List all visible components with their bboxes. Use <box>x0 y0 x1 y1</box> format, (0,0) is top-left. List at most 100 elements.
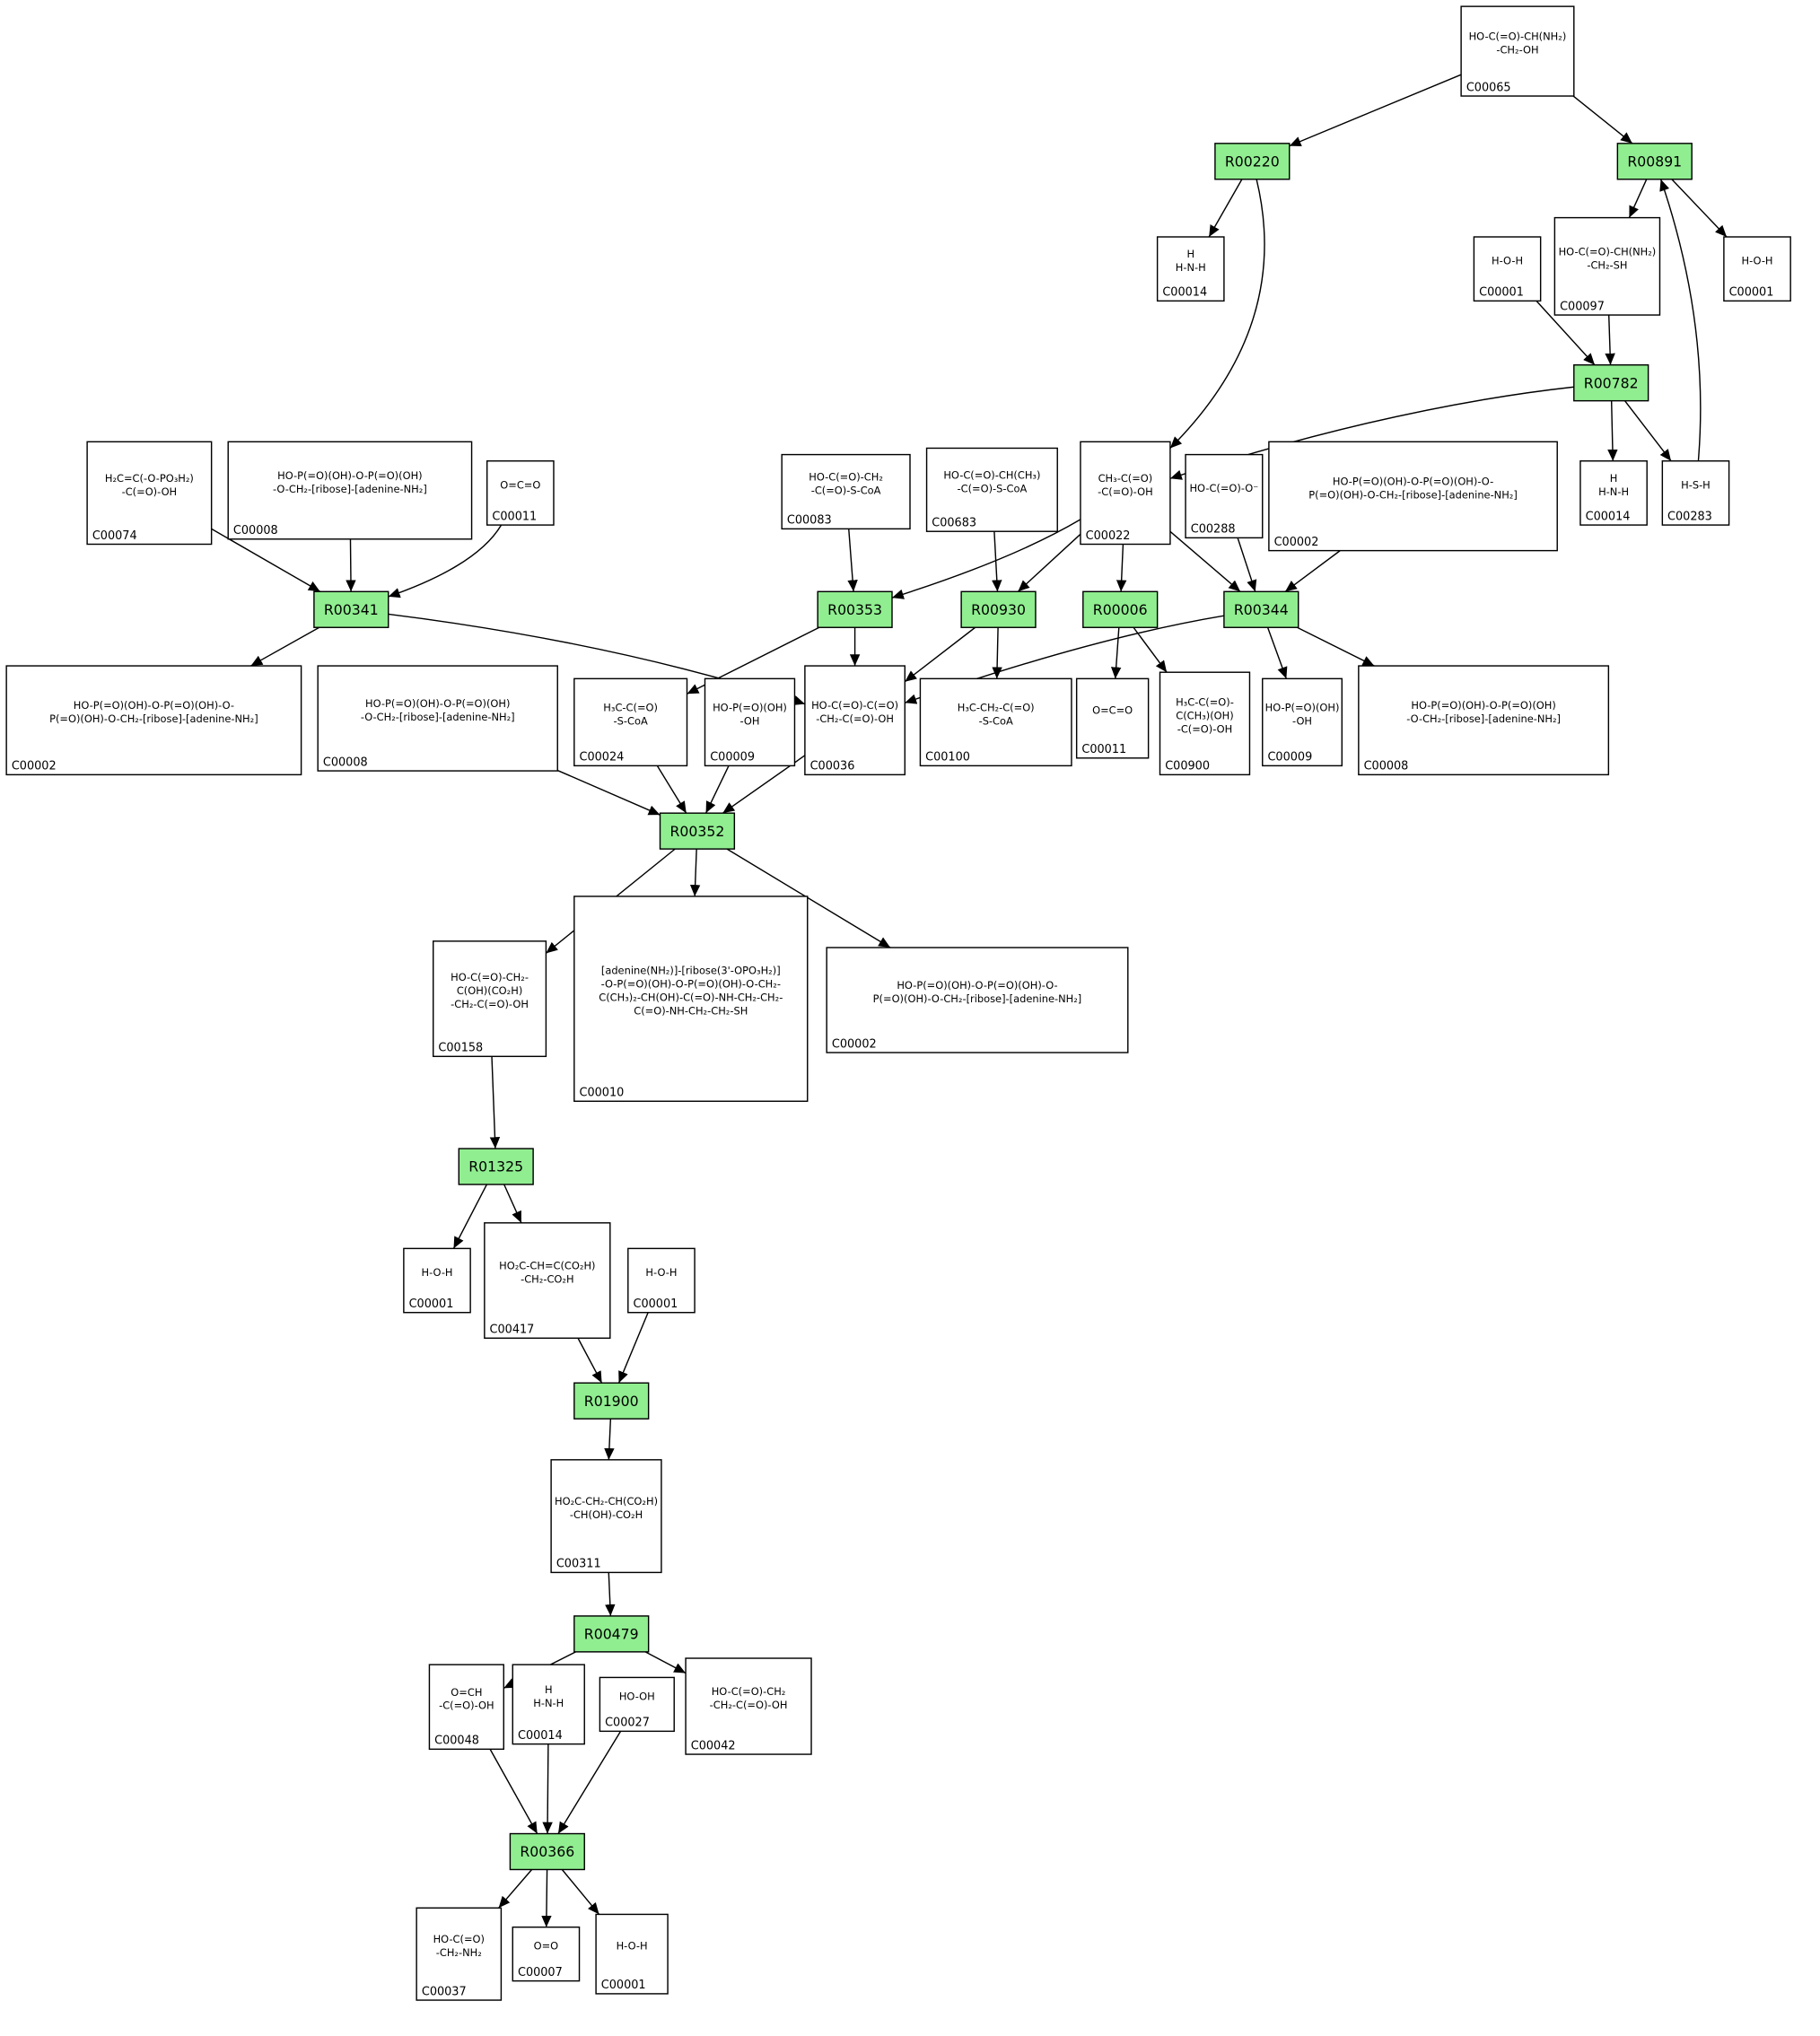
structure-text: H-N-H <box>533 1697 564 1709</box>
structure-text: -O-CH₂-[ribose]-[adenine-NH₂] <box>273 483 427 495</box>
compound-node-C00002[interactable]: HO-P(=O)(OH)-O-P(=O)(OH)-O-P(=O)(OH)-O-C… <box>826 947 1129 1053</box>
compound-node-C00008[interactable]: HO-P(=O)(OH)-O-P(=O)(OH)-O-CH₂-[ribose]-… <box>1358 665 1610 776</box>
structure-text: P(=O)(OH)-O-CH₂-[ribose]-[adenine-NH₂] <box>873 992 1082 1005</box>
reaction-box <box>313 590 389 628</box>
reaction-node-R00930[interactable]: R00930 <box>960 590 1037 628</box>
compound-id-label: C00065 <box>1466 81 1511 94</box>
structure-text: H <box>545 1683 553 1696</box>
compound-node-C00002[interactable]: HO-P(=O)(OH)-O-P(=O)(OH)-O-P(=O)(OH)-O-C… <box>1268 441 1558 552</box>
compound-id-label: C00311 <box>556 1558 601 1571</box>
reaction-node-R00352[interactable]: R00352 <box>659 812 736 850</box>
edge-layer <box>211 74 1728 1927</box>
compound-id-label: C00074 <box>92 529 137 543</box>
reaction-node-R00341[interactable]: R00341 <box>313 590 389 628</box>
structure-text: H-N-H <box>1598 485 1629 498</box>
structure-text: H-N-H <box>1176 261 1206 274</box>
compound-box <box>1460 5 1575 97</box>
reaction-node-R00891[interactable]: R00891 <box>1616 143 1693 180</box>
structure-text: -CH₂-NH₂ <box>436 1946 482 1959</box>
reaction-label: R00352 <box>670 823 725 840</box>
structure-text: HO-P(=O)(OH)-O-P(=O)(OH)-O- <box>897 979 1057 992</box>
edge-R00930-to-c00100 <box>992 627 1002 679</box>
edge-c00022-to-R00353 <box>891 519 1081 599</box>
structure-text: H-S-H <box>1681 478 1711 491</box>
compound-box <box>599 1676 675 1733</box>
compound-box <box>1262 677 1343 767</box>
reaction-node-R00344[interactable]: R00344 <box>1223 590 1299 628</box>
structure-text: HO-C(=O)-CH(NH₂) <box>1469 31 1567 43</box>
edge-R00220-to-c00022 <box>1169 179 1265 449</box>
compound-box <box>512 1926 581 1982</box>
compound-node-C00008[interactable]: HO-P(=O)(OH)-O-P(=O)(OH)-O-CH₂-[ribose]-… <box>317 665 558 772</box>
reaction-node-R00006[interactable]: R00006 <box>1082 590 1159 628</box>
edge-R00006-to-c00011b <box>1110 627 1122 679</box>
compound-node-C00002[interactable]: HO-P(=O)(OH)-O-P(=O)(OH)-O-P(=O)(OH)-O-C… <box>5 665 302 776</box>
structure-text: C(CH₃)(OH) <box>1176 709 1233 721</box>
reaction-node-R01325[interactable]: R01325 <box>458 1148 534 1185</box>
compound-box <box>1358 665 1610 776</box>
reaction-label: R00344 <box>1234 601 1289 618</box>
reaction-label: R00353 <box>827 601 882 618</box>
compound-node-C00008[interactable]: HO-P(=O)(OH)-O-P(=O)(OH)-O-CH₂-[ribose]-… <box>227 441 473 540</box>
reaction-node-R00353[interactable]: R00353 <box>817 590 893 628</box>
structure-text: -C(=O)-S-CoA <box>958 482 1028 494</box>
edge-R00352-to-c00010 <box>689 849 701 896</box>
compound-id-label: C00014 <box>518 1729 563 1743</box>
compound-id-label: C00083 <box>787 514 832 528</box>
edge-R00930-to-c00036 <box>904 626 976 683</box>
compound-node-C00014[interactable]: HH-N-H C00014 <box>512 1664 585 1745</box>
reaction-node-R00782[interactable]: R00782 <box>1573 363 1649 402</box>
compound-id-label: C00002 <box>832 1037 877 1051</box>
reaction-box <box>1082 590 1159 628</box>
reaction-node-R00220[interactable]: R00220 <box>1214 143 1291 180</box>
compound-box <box>1080 441 1171 546</box>
compound-node-C00010[interactable]: [adenine(NH₂)]-[ribose(3'-OPO₃H₂)]-O-P(=… <box>573 896 809 1102</box>
structure-text: HO-P(=O)(OH)-O-P(=O)(OH) <box>365 697 510 710</box>
compound-node-C00158[interactable]: HO-C(=O)-CH₂-C(OH)(CO₂H)-CH₂-C(=O)-OHC00… <box>433 940 547 1058</box>
structure-text: -OH <box>1292 714 1312 727</box>
reaction-node-R00479[interactable]: R00479 <box>573 1615 650 1653</box>
structure-text: -CH₂-C(=O)-OH <box>451 998 529 1010</box>
compound-box <box>1159 671 1251 776</box>
structure-text: HO₂C-CH₂-CH(CO₂H) <box>555 1495 658 1507</box>
reaction-node-R00366[interactable]: R00366 <box>509 1832 585 1871</box>
structure-text: -O-P(=O)(OH)-O-P(=O)(OH)-O-CH₂- <box>601 978 781 991</box>
structure-text: -C(=O)-OH <box>439 1700 494 1712</box>
compound-id-label: C00027 <box>605 1717 650 1730</box>
compound-id-label: C00001 <box>634 1298 678 1311</box>
reaction-node-R01900[interactable]: R01900 <box>573 1382 650 1420</box>
edge-c00002a-to-R00344 <box>1284 550 1341 592</box>
structure-text: H-O-H <box>1492 255 1523 267</box>
edge-R00479-to-c00042 <box>644 1651 687 1674</box>
compound-node-C00288[interactable]: HO-C(=O)-O⁻C00288 <box>1185 453 1264 539</box>
